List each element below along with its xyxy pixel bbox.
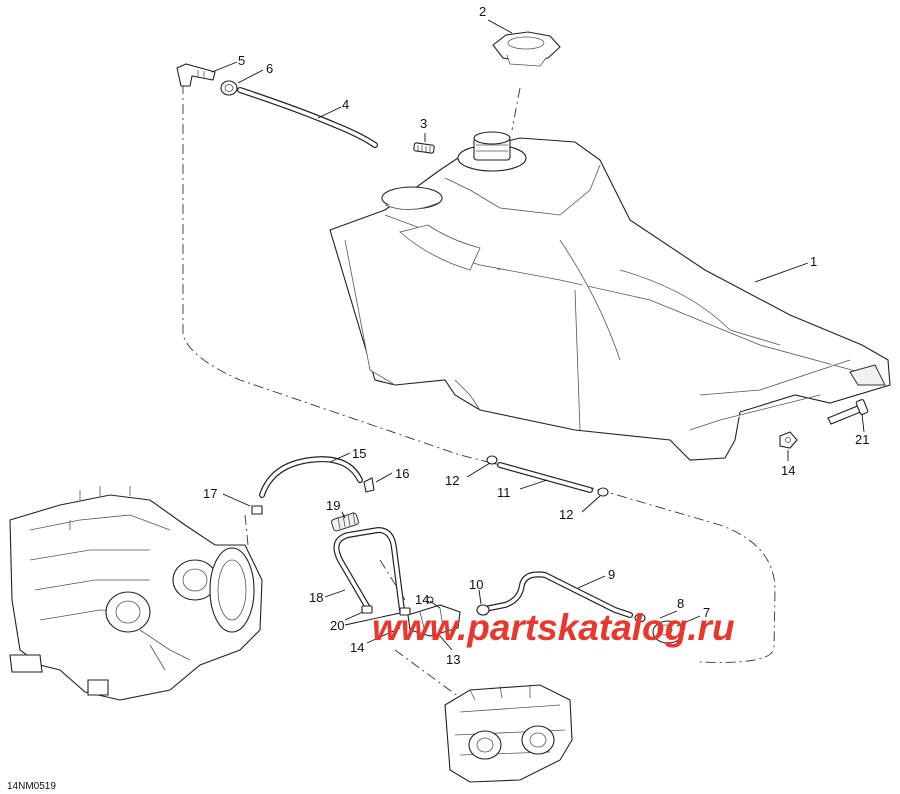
reference-code: 14NM0519 — [7, 781, 56, 792]
nut-part-14 — [779, 431, 798, 449]
callout-7: 7 — [703, 605, 710, 620]
callout-15: 15 — [352, 446, 366, 461]
fuel-filter — [331, 511, 359, 532]
callout-14a: 14 — [415, 592, 429, 607]
callout-17: 17 — [203, 486, 217, 501]
connecting-hose — [486, 455, 609, 497]
clamp-part-20a — [361, 605, 373, 614]
primer-hose — [251, 456, 375, 515]
fuel-line — [476, 571, 646, 623]
callout-10: 10 — [469, 577, 483, 592]
clamp-left — [486, 455, 498, 465]
fitting-part-17 — [251, 505, 263, 515]
fuel-cap — [492, 31, 561, 67]
fitting-part-13 — [407, 596, 461, 637]
callout-12b: 12 — [559, 507, 573, 522]
callout-20: 20 — [330, 618, 344, 633]
bolt-part-21 — [827, 399, 869, 425]
elbow-fitting — [176, 63, 216, 87]
loop-hose — [333, 526, 411, 616]
fitting-part-16 — [363, 477, 375, 493]
callout-11: 11 — [497, 485, 511, 500]
callout-13: 13 — [446, 652, 460, 667]
callout-16: 16 — [395, 466, 409, 481]
fitting-part-3 — [413, 142, 435, 154]
callout-14c: 14 — [781, 463, 795, 478]
callout-6: 6 — [266, 61, 273, 76]
clamp-part-10 — [476, 604, 490, 616]
fuel-pump — [652, 620, 684, 644]
watermark-text: www.partskatalog.ru — [372, 607, 735, 648]
callout-9: 9 — [608, 567, 615, 582]
clamp-part-8 — [634, 613, 646, 623]
callout-8: 8 — [677, 596, 684, 611]
callout-1: 1 — [810, 254, 817, 269]
clamp-right — [597, 487, 609, 497]
clamp-part-20b — [399, 607, 411, 616]
fuel-tank — [329, 131, 891, 461]
callout-21: 21 — [855, 432, 869, 447]
callout-2: 2 — [479, 4, 486, 19]
callout-12a: 12 — [445, 473, 459, 488]
vent-hose — [237, 87, 378, 148]
callout-19: 19 — [326, 498, 340, 513]
leader-lines — [211, 19, 865, 651]
check-valve — [220, 80, 238, 96]
callout-5: 5 — [238, 53, 245, 68]
callout-labels: 1 2 3 4 5 6 7 8 9 10 11 12 12 13 14 14 1… — [203, 4, 869, 667]
engine-assembly — [9, 486, 263, 701]
callout-4: 4 — [342, 97, 349, 112]
carburetor-assembly — [444, 684, 573, 783]
callout-3: 3 — [420, 116, 427, 131]
callout-18: 18 — [309, 590, 323, 605]
callout-14b: 14 — [350, 640, 364, 655]
